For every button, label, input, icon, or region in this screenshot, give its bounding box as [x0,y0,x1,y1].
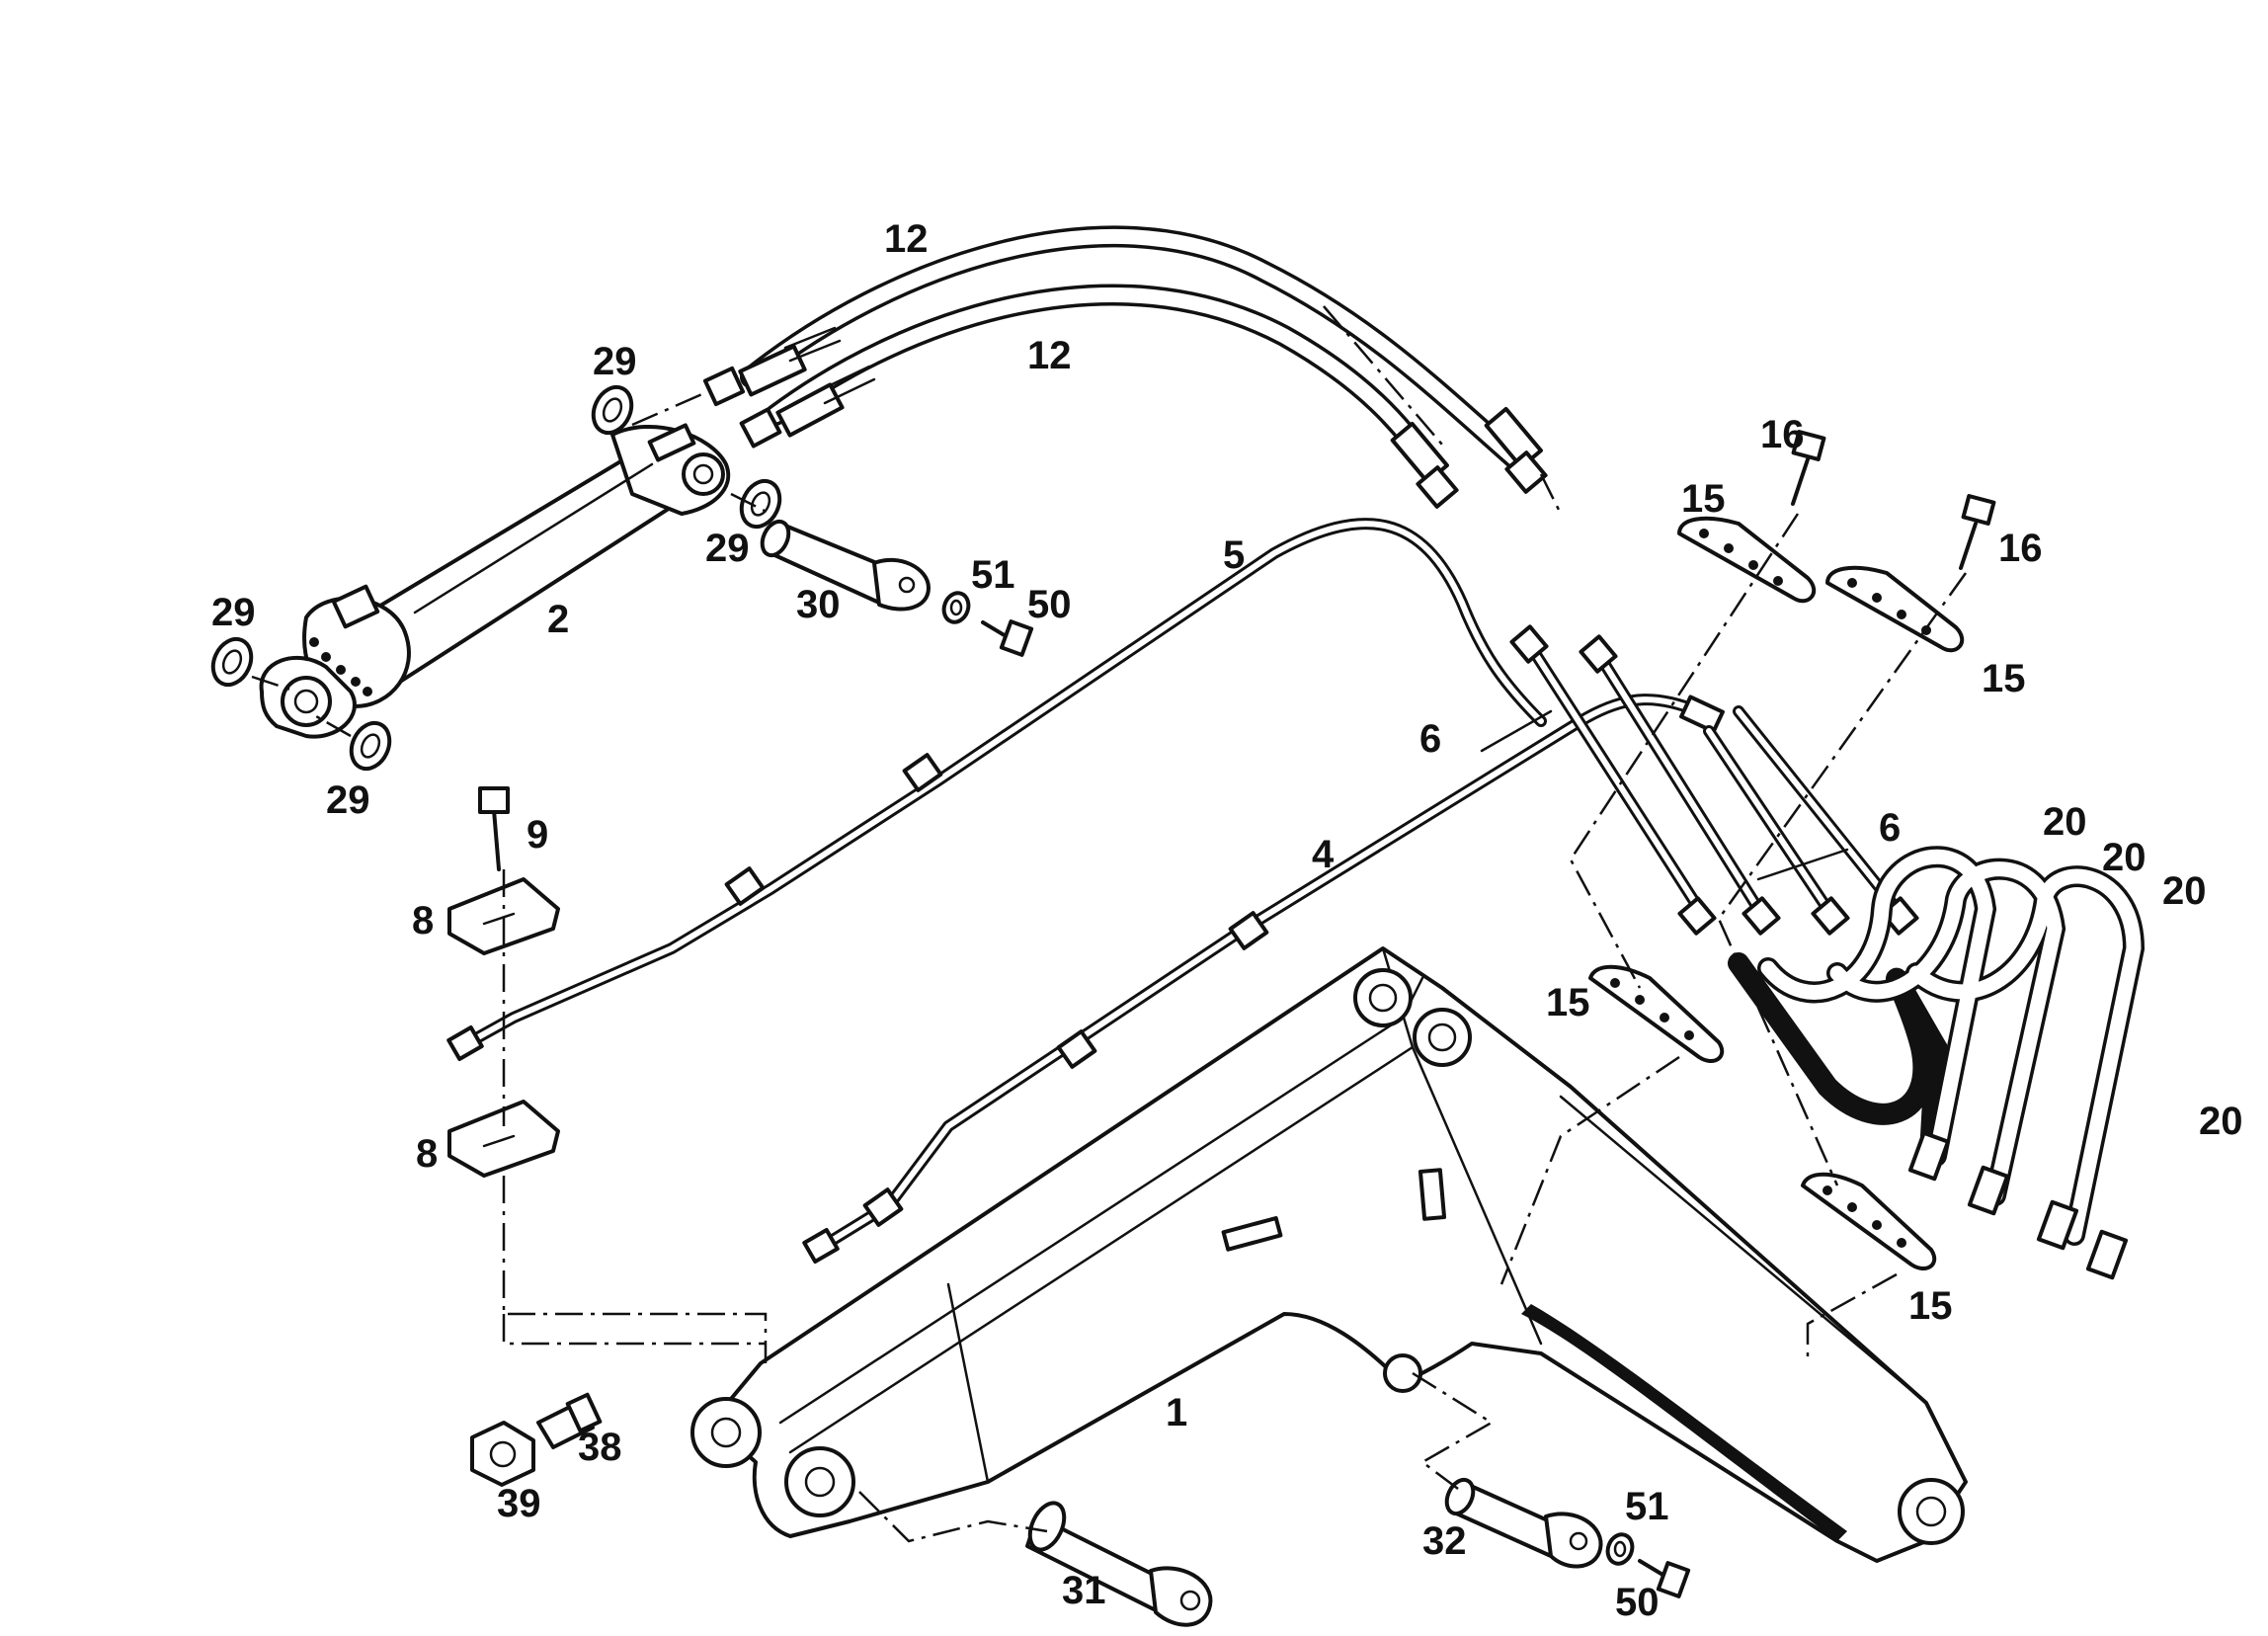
hose-12-lower [765,284,1443,480]
hose-12-fitting-lower [739,365,876,449]
hose-12-fitting-right-a [1390,421,1459,509]
callout-8-upper: 8 [412,899,435,942]
pipe-5 [446,518,1547,1062]
callout-15-top-left: 15 [1681,477,1726,521]
bolt-50-bottom [1638,1559,1691,1598]
nut-39 [470,1421,535,1487]
callout-6-left: 6 [1419,717,1442,761]
callout-29-right: 29 [705,527,750,570]
clamp-half-8-upper [447,877,560,955]
washer-51-top [941,591,971,624]
hose-20-set [1728,846,2146,1280]
callout-31: 31 [1062,1569,1106,1612]
callout-51-top: 51 [971,553,1015,597]
pin-32 [1444,1477,1603,1569]
pipes-6 [1509,624,1919,936]
callout-1: 1 [1166,1391,1188,1434]
callout-51-bottom: 51 [1625,1485,1669,1528]
callout-15-top-right: 15 [1982,657,2026,700]
callout-30: 30 [796,583,841,626]
callout-20-c: 20 [2162,869,2207,913]
assembly-lines [251,305,1968,1543]
callout-29-bottom: 29 [326,778,370,822]
clamp-plate-15-bottom [1801,1172,1937,1270]
pin-30 [760,519,931,612]
washer-29-top [591,384,634,436]
hose-12-upper [740,225,1532,475]
callout-16-right: 16 [1998,527,2043,570]
clamp-plate-15-mid [1588,964,1725,1063]
callout-29-left: 29 [211,591,256,634]
callout-16-left: 16 [1760,413,1805,456]
callout-50-bottom: 50 [1615,1581,1660,1624]
hydraulic-cylinder-2 [259,423,731,739]
callout-20-b: 20 [2102,836,2146,879]
callout-32: 32 [1422,1519,1467,1563]
washer-29-right [739,478,782,530]
hose-12-fitting-right-b [1484,406,1548,494]
callout-15-bottom: 15 [1908,1284,1953,1328]
callout-50-top: 50 [1027,583,1072,626]
clamp-half-8-lower [447,1100,560,1178]
fitting-38 [536,1392,603,1449]
callout-5: 5 [1223,533,1246,577]
washer-29-left [210,636,254,688]
callout-9: 9 [526,813,549,857]
pipe-4 [802,694,1725,1265]
callout-15-mid: 15 [1546,981,1590,1024]
pin-31 [1025,1501,1213,1627]
callout-8-lower: 8 [416,1132,439,1176]
washer-51-bottom [1605,1532,1635,1566]
callout-29-top: 29 [593,340,637,383]
callout-38: 38 [578,1426,622,1469]
callout-12-upper: 12 [884,217,929,261]
callout-20-d: 20 [2199,1100,2243,1143]
callout-12-lower: 12 [1027,334,1072,377]
boom-arm-1 [690,946,1968,1563]
bolt-50-top [981,619,1034,657]
clamp-plate-15-top-right [1825,565,1965,653]
clamp-plate-15-top-left [1677,516,1817,604]
callout-39: 39 [497,1482,541,1525]
callout-2: 2 [547,598,570,641]
callout-20-a: 20 [2043,800,2087,844]
bolt-16-left [1791,430,1826,506]
hose-12-fitting-upper [702,326,842,407]
washer-29-bottom [349,720,392,772]
callout-4: 4 [1312,833,1335,876]
bolt-16-right [1959,494,1996,570]
callout-6-right: 6 [1879,806,1902,850]
bolt-9 [478,786,510,871]
